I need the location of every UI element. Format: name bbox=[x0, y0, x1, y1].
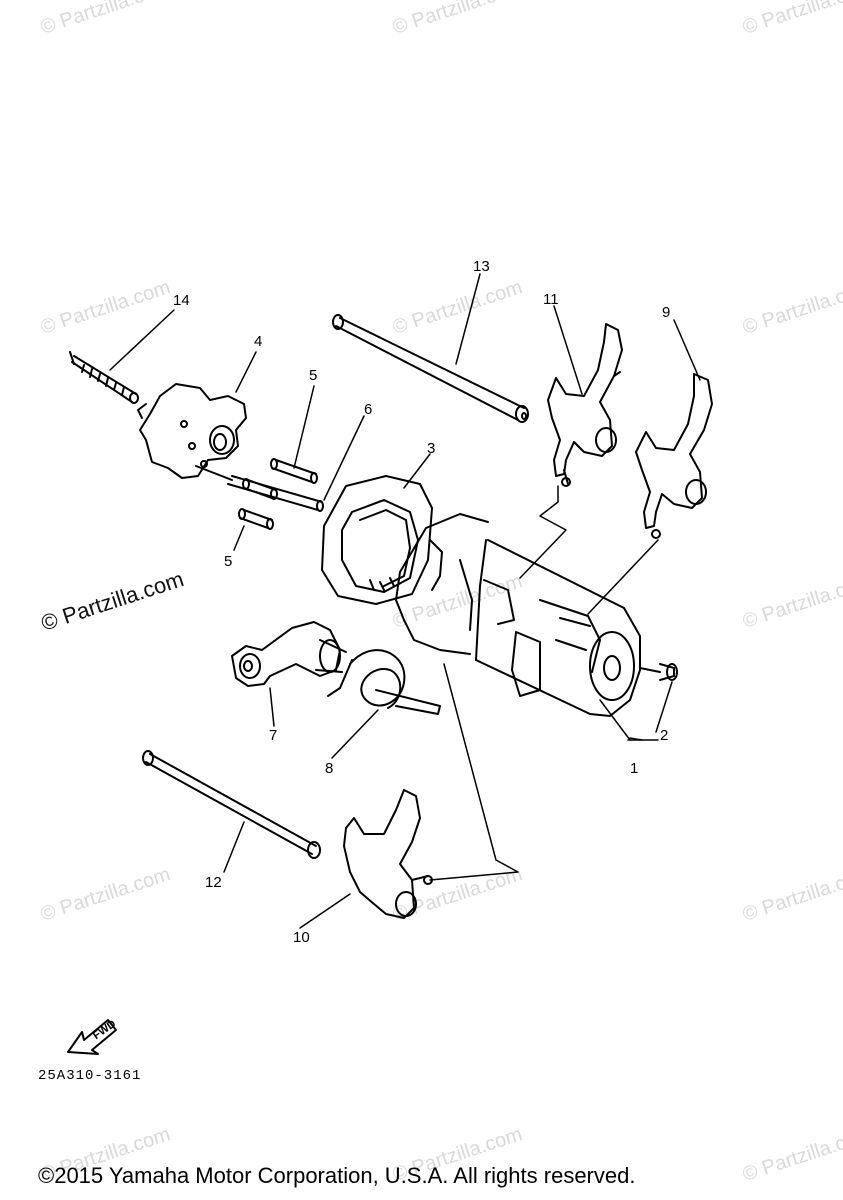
callout-1: 1 bbox=[630, 760, 639, 777]
shift-drum bbox=[395, 513, 641, 717]
segment bbox=[137, 383, 247, 479]
fwd-arrow-icon bbox=[67, 1019, 117, 1055]
pins bbox=[238, 458, 318, 530]
bearing bbox=[321, 475, 433, 605]
callout-10: 9 bbox=[662, 304, 671, 321]
callout-11: 10 bbox=[293, 929, 310, 946]
spring bbox=[327, 649, 441, 715]
long-pin bbox=[195, 465, 324, 512]
shift-lever bbox=[231, 621, 347, 687]
callout-14: 13 bbox=[473, 258, 490, 275]
callout-3: 3 bbox=[427, 440, 436, 457]
callout-5-lower: 5 bbox=[224, 553, 233, 570]
drum-pin bbox=[639, 663, 678, 681]
callout-6: 6 bbox=[364, 401, 373, 418]
guide-bar-upper bbox=[332, 314, 529, 423]
callout-8: 7 bbox=[269, 727, 278, 744]
guide-bar-lower bbox=[142, 750, 321, 859]
shift-fork-10 bbox=[635, 373, 713, 539]
callout-5: 5 bbox=[309, 367, 318, 384]
callout-12: 11 bbox=[543, 291, 559, 308]
callout-7: 14 bbox=[173, 292, 190, 309]
copyright-notice: ©2015 Yamaha Motor Corporation, U.S.A. A… bbox=[38, 1163, 636, 1188]
callout-13: 12 bbox=[205, 874, 222, 891]
callout-9: 8 bbox=[325, 760, 334, 777]
shift-fork-12 bbox=[547, 323, 623, 487]
callout-2: 2 bbox=[660, 727, 669, 744]
diagram-code: 25A310-3161 bbox=[38, 1068, 142, 1084]
callout-4: 4 bbox=[254, 333, 263, 350]
leader-lines bbox=[109, 273, 701, 929]
bolt bbox=[69, 351, 139, 404]
shift-fork-11 bbox=[343, 789, 433, 919]
